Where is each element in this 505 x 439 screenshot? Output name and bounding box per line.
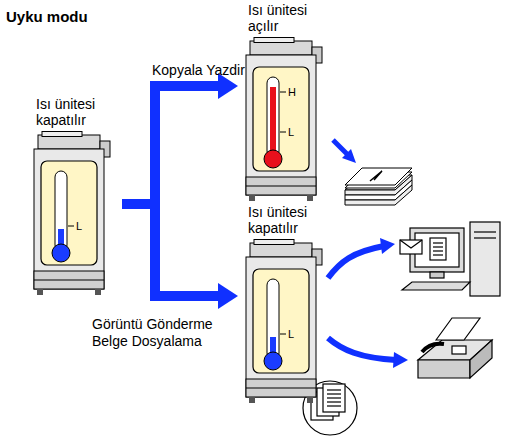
send-arrows: [328, 246, 396, 360]
flow-arrow: [122, 204, 238, 309]
thermometer-mark: L: [288, 126, 294, 138]
computer: [400, 222, 500, 296]
paper-stack: [345, 168, 412, 205]
printer-illustration: [32, 131, 112, 296]
heater-status-label: Isı ünitesi kapatılır: [240, 204, 332, 236]
printer-illustration: [244, 239, 324, 404]
edge-label: Kopyala Yazdir: [152, 62, 272, 79]
printer-node: Isı ünitesi kapatılır: [28, 96, 120, 296]
thermometer-mark: L: [76, 220, 82, 232]
printer-node: Isı ünitesi kapatılır: [240, 204, 332, 404]
thermometer-mark: H: [288, 86, 296, 98]
printer-node: Isı ünitesi açılır: [240, 2, 332, 202]
edge-label: Görüntü Gönderme Belge Dosyalama: [92, 316, 232, 350]
heater-status-label: Isı ünitesi kapatılır: [28, 96, 120, 128]
output-arrow: [333, 140, 356, 163]
diagram-title: Uyku modu: [6, 8, 88, 25]
flow-arrow: [122, 73, 238, 204]
thermometer-mark: L: [288, 328, 294, 340]
fax: [418, 318, 492, 378]
heater-status-label: Isı ünitesi açılır: [240, 2, 332, 34]
printer-illustration: [244, 37, 324, 202]
